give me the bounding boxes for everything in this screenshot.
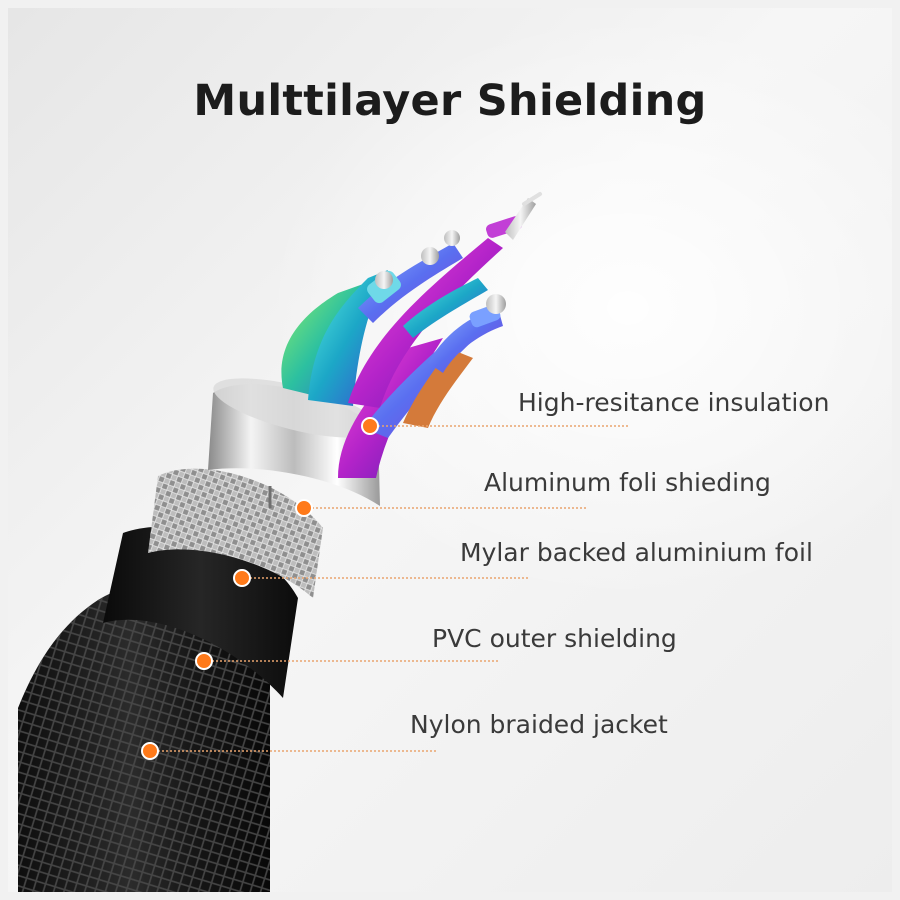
cable-illustration [18,192,628,892]
callout-label-mylar-foil: Mylar backed aluminium foil [460,538,813,567]
marker-mylar-foil [233,569,251,587]
diagram-frame: Multtilayer Shielding [8,8,892,892]
marker-pvc-shield [195,652,213,670]
inner-wires [281,192,542,478]
marker-nylon-jacket [141,742,159,760]
marker-insulation [361,417,379,435]
callout-label-pvc-shield: PVC outer shielding [432,624,677,653]
callout-label-nylon-jacket: Nylon braided jacket [410,710,668,739]
leader-lines [150,425,628,752]
braid-layer [148,468,323,598]
diagram-title: Multtilayer Shielding [193,76,707,126]
marker-aluminum-foil [295,499,313,517]
callout-markers [141,417,379,760]
callout-label-insulation: High-resitance insulation [518,388,830,417]
callout-label-aluminum-foil: Aluminum foli shieding [484,468,771,497]
pvc-shield-layer [103,526,298,698]
